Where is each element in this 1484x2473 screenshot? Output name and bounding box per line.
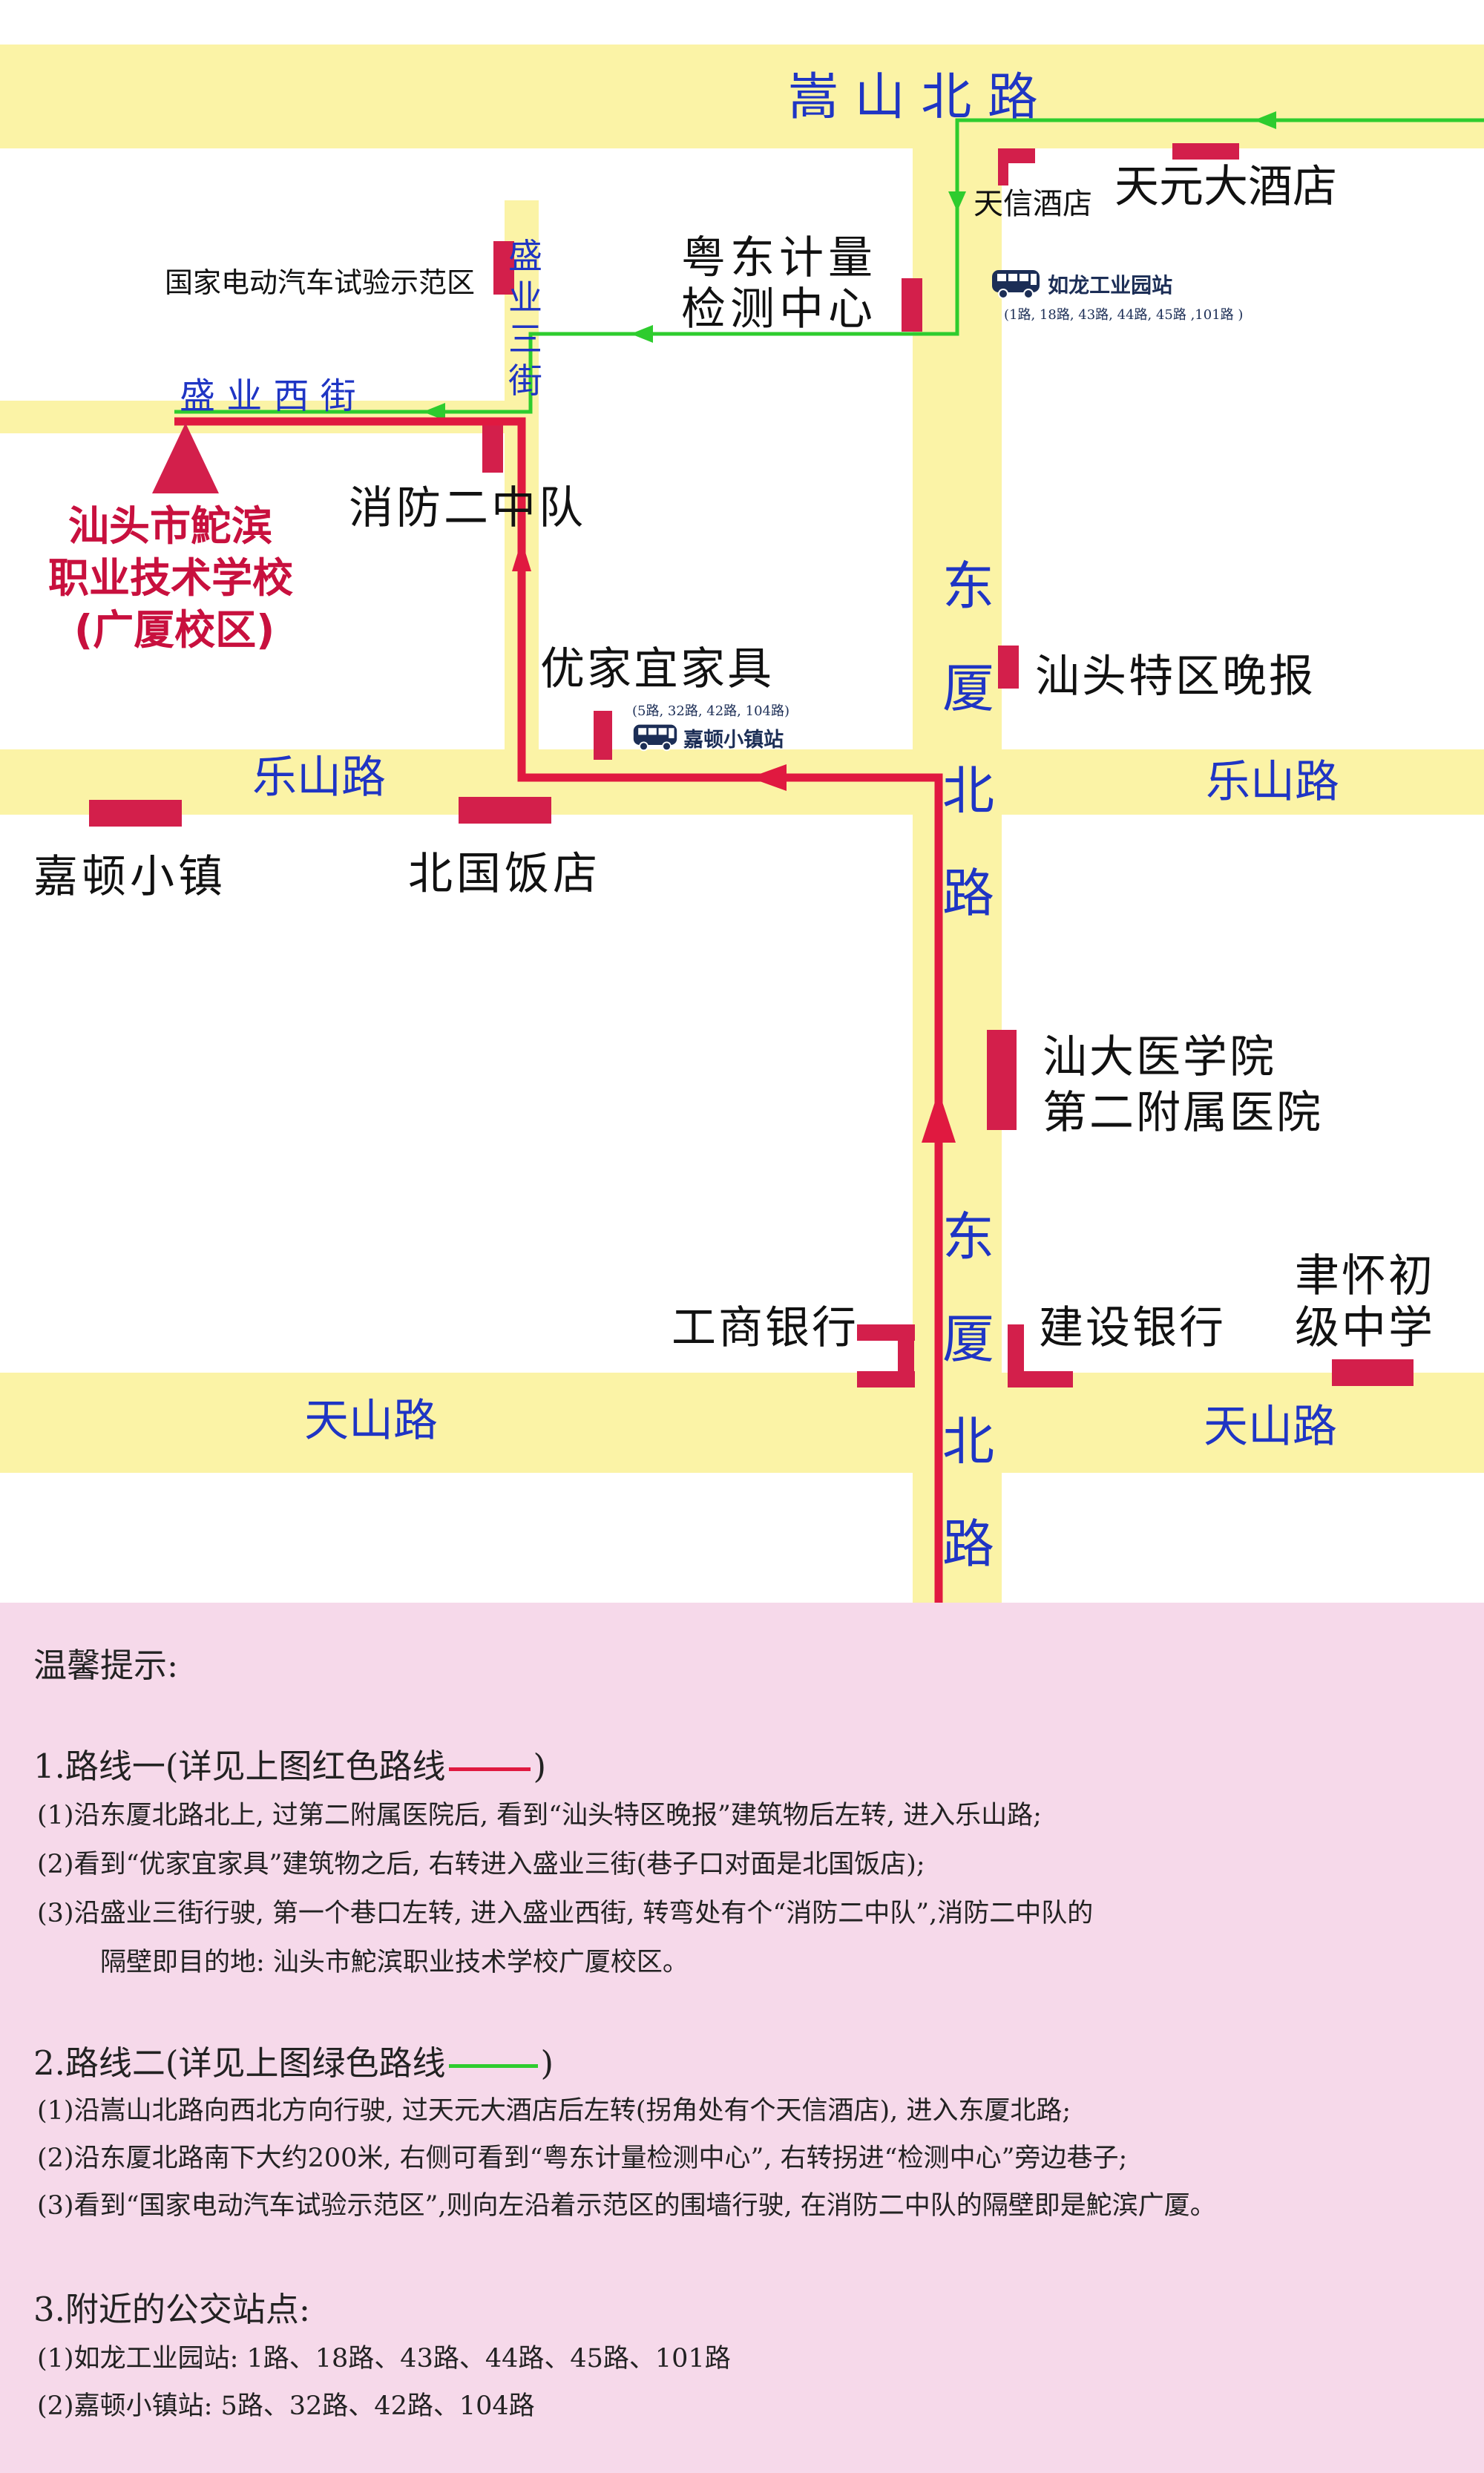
tips-panel: 温馨提示: 1.路线一(详见上图红色路线) (1)沿东厦北路北上, 过第二附属医… bbox=[0, 1603, 1484, 2473]
place-label-school-3: (广厦校区) bbox=[74, 606, 275, 654]
building-youjia bbox=[594, 711, 612, 760]
building-tianxin-hotel-side bbox=[998, 148, 1008, 185]
road-label-tianshan-left: 天山路 bbox=[304, 1395, 438, 1447]
route3-heading: 3.附近的公交站点: bbox=[33, 2290, 311, 2329]
route1-step2: (2)看到“优家宜家具”建筑物之后, 右转进入盛业三街(巷子口对面是北国饭店); bbox=[37, 1850, 925, 1879]
red-arrow-west bbox=[749, 764, 787, 791]
road-label-leshan-left: 乐山路 bbox=[252, 752, 386, 804]
green-arrow-west-top bbox=[1254, 111, 1276, 129]
road-label-char: 东 bbox=[942, 1206, 994, 1267]
road-label-char: 路 bbox=[942, 863, 994, 924]
place-label-yuhuai-2: 级中学 bbox=[1295, 1302, 1435, 1354]
route1-heading: 1.路线一(详见上图红色路线) bbox=[33, 1750, 546, 1783]
building-jiadun bbox=[89, 800, 182, 827]
route1-step3: (3)沿盛业三街行驶, 第一个巷口左转, 进入盛业西街, 转弯处有个“消防二中队… bbox=[37, 1899, 1094, 1928]
green-arrow-west-low bbox=[423, 403, 445, 421]
route-map: 嵩 山 北 路 盛 业 西 街 盛 业 三 街 东 厦 北 路 东 厦 北 路 … bbox=[0, 45, 1484, 1603]
place-label-beiguo: 北国饭店 bbox=[408, 848, 601, 900]
road-label-char: 北 bbox=[942, 761, 994, 821]
red-arrow-north-small bbox=[512, 540, 531, 571]
route1-step3-cont: 隔壁即目的地: 汕头市鮀滨职业技术学校广厦校区。 bbox=[100, 1948, 689, 1977]
building-tianyuan-hotel bbox=[1172, 143, 1239, 160]
place-label-ccb: 建设银行 bbox=[1039, 1302, 1226, 1354]
road-label-char: 东 bbox=[942, 556, 994, 617]
route1-heading-close: ) bbox=[533, 1747, 547, 1786]
road-tianshan bbox=[0, 1373, 1484, 1473]
destination-marker bbox=[152, 423, 219, 493]
route1-step1: (1)沿东厦北路北上, 过第二附属医院后, 看到“汕头特区晚报”建筑物后左转, … bbox=[37, 1801, 1042, 1830]
road-label-tianshan-right: 天山路 bbox=[1204, 1401, 1337, 1453]
route2-step1: (1)沿嵩山北路向西北方向行驶, 过天元大酒店后左转(拐角处有个天信酒店), 进… bbox=[37, 2096, 1071, 2126]
place-label-hospital-2: 第二附属医院 bbox=[1043, 1087, 1323, 1139]
place-label-special-zone-news: 汕头特区晚报 bbox=[1035, 651, 1316, 703]
place-label-tianyuan-hotel: 天元大酒店 bbox=[1114, 161, 1337, 213]
bus-stop-name: 嘉顿小镇站 bbox=[683, 728, 784, 752]
road-label-char: 业 bbox=[508, 277, 542, 318]
place-label-hospital-1: 汕大医学院 bbox=[1043, 1031, 1276, 1083]
bus-stop-name: 如龙工业园站 bbox=[1048, 273, 1173, 298]
bus-info-2: (2)嘉顿小镇站: 5路、32路、42路、104路 bbox=[37, 2391, 535, 2421]
place-label-ev-zone: 国家电动汽车试验示范区 bbox=[165, 266, 476, 299]
green-arrow-west-mid bbox=[631, 325, 653, 343]
red-arrow-north bbox=[922, 1091, 956, 1143]
road-label-char: 街 bbox=[508, 361, 542, 401]
place-label-school-1: 汕头市鮀滨 bbox=[68, 502, 273, 550]
green-route bbox=[174, 118, 1484, 414]
place-label-jiadun: 嘉顿小镇 bbox=[33, 851, 226, 903]
place-label-yuedong-2: 检测中心 bbox=[681, 283, 877, 335]
tips-title: 温馨提示: bbox=[33, 1646, 179, 1685]
road-label-char: 盛 bbox=[508, 236, 542, 276]
road-label-songshan-north: 嵩 山 北 路 bbox=[788, 68, 1038, 127]
green-line-legend bbox=[448, 2064, 538, 2068]
road-label-dongxia-north-lower: 东 厦 北 路 bbox=[939, 1211, 998, 1620]
route2-step3: (3)看到“国家电动汽车试验示范区”,则向左沿着示范区的围墙行驶, 在消防二中队… bbox=[37, 2191, 1216, 2221]
building-hospital bbox=[987, 1030, 1017, 1130]
building-special-zone-news bbox=[998, 646, 1019, 689]
road-label-shengye-west: 盛 业 西 街 bbox=[180, 375, 356, 417]
place-label-fire-brigade: 消防二中队 bbox=[349, 482, 586, 534]
route2-heading: 2.路线二(详见上图绿色路线) bbox=[33, 2046, 554, 2080]
place-label-school-2: 职业技术学校 bbox=[48, 554, 294, 602]
building-fire-brigade bbox=[482, 419, 503, 473]
place-label-yuedong-1: 粤东计量 bbox=[681, 232, 877, 284]
road-label-dongxia-north-upper: 东 厦 北 路 bbox=[939, 560, 998, 970]
building-ev-zone bbox=[493, 241, 514, 295]
bus-stop-routes: (5路, 32路, 42路, 104路) bbox=[632, 703, 789, 719]
road-label-char: 路 bbox=[942, 1514, 994, 1574]
building-yuedong bbox=[902, 278, 922, 332]
place-label-icbc: 工商银行 bbox=[672, 1302, 858, 1354]
red-route bbox=[174, 417, 943, 1603]
bus-stop-rulong: 如龙工业园站 (1路, 18路, 43路, 44路, 45路 ,101路 ) bbox=[991, 269, 1243, 324]
bus-stop-jiadun: (5路, 32路, 42路, 104路) 嘉顿小镇站 bbox=[632, 700, 789, 752]
bus-info-1: (1)如龙工业园站: 1路、18路、43路、44路、45路、101路 bbox=[37, 2344, 731, 2374]
road-label-shengye-third: 盛 业 三 街 bbox=[503, 239, 548, 405]
road-label-leshan-right: 乐山路 bbox=[1206, 756, 1339, 808]
route2-step2: (2)沿东厦北路南下大约200米, 右侧可看到“粤东计量检测中心”, 右转拐进“… bbox=[37, 2144, 1128, 2173]
building-ccb-bottom bbox=[1008, 1371, 1073, 1387]
road-leshan bbox=[0, 749, 1484, 815]
road-label-char: 厦 bbox=[942, 658, 994, 719]
road-dongxia-north bbox=[913, 148, 1002, 1603]
bus-icon bbox=[992, 270, 1040, 299]
bus-stop-routes: (1路, 18路, 43路, 44路, 45路 ,101路 ) bbox=[1004, 307, 1244, 323]
building-beiguo bbox=[459, 797, 551, 824]
route2-heading-close: ) bbox=[540, 2043, 554, 2083]
building-yuhuai-school bbox=[1332, 1359, 1414, 1386]
green-arrow-south bbox=[948, 191, 966, 211]
road-songshan-north bbox=[0, 45, 1484, 148]
place-label-tianxin-hotel: 天信酒店 bbox=[974, 187, 1092, 221]
route-lines bbox=[152, 111, 1484, 1603]
route2-heading-text: 2.路线二(详见上图绿色路线 bbox=[33, 2043, 446, 2083]
bus-icon bbox=[633, 724, 677, 752]
place-label-yuhuai-1: 聿怀初 bbox=[1295, 1250, 1435, 1302]
road-shengye-west bbox=[0, 401, 519, 433]
place-label-youjia: 优家宜家具 bbox=[540, 643, 774, 695]
road-label-char: 北 bbox=[942, 1411, 994, 1472]
road-label-char: 厦 bbox=[942, 1309, 994, 1370]
building-icbc-side bbox=[898, 1324, 914, 1387]
road-label-char: 三 bbox=[508, 319, 542, 359]
red-line-legend bbox=[448, 1767, 531, 1771]
route1-heading-text: 1.路线一(详见上图红色路线 bbox=[33, 1747, 446, 1786]
